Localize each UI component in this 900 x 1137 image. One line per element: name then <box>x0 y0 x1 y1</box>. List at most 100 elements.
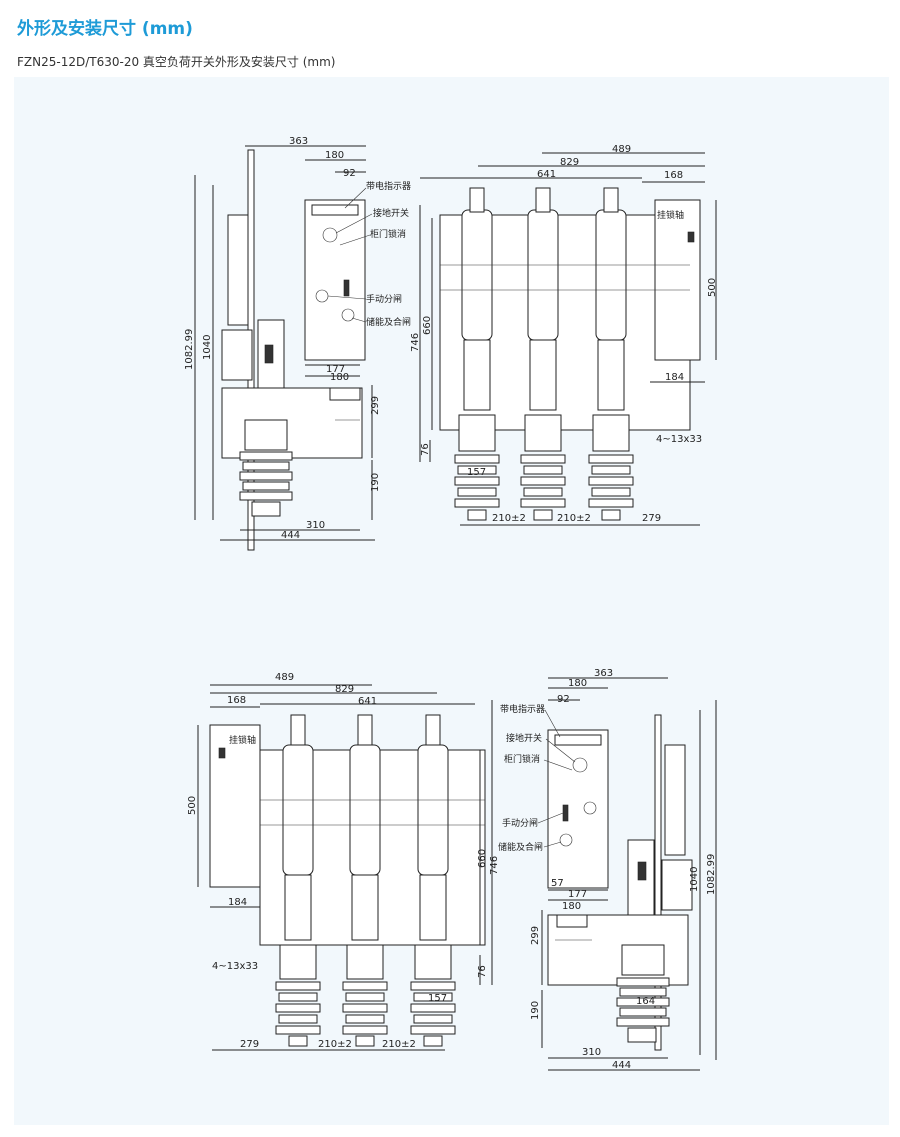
dim-1082: 1082.99 <box>184 329 195 370</box>
dim-660-b: 660 <box>477 849 488 868</box>
nameplate-b <box>556 914 588 928</box>
contact-box <box>221 329 253 381</box>
dim-310-b: 310 <box>582 1047 601 1058</box>
phase-c-b <box>410 714 456 1047</box>
dim-180b: 180 <box>330 372 349 383</box>
earth-switch-socket-b <box>572 757 588 773</box>
dim-157: 157 <box>467 467 486 478</box>
front-view-top: 489 829 641 168 500 660 746 184 76 4~13x… <box>410 144 718 526</box>
dim-210a: 210±2 <box>492 513 526 524</box>
dim-444: 444 <box>281 530 300 541</box>
dim-4x13-b: 4~13x33 <box>212 961 258 972</box>
label-door-lock-b: 柜门锁消 <box>504 753 540 765</box>
dim-1040-b: 1040 <box>689 867 700 892</box>
dim-210a-b: 210±2 <box>318 1039 352 1050</box>
phase-b <box>520 187 566 521</box>
dim-746: 746 <box>410 333 421 352</box>
contact-box-b <box>661 859 693 911</box>
fuse-tube <box>227 214 249 326</box>
lock-shaft <box>687 231 695 243</box>
dim-190: 190 <box>370 473 381 492</box>
label-lock-shaft: 挂锁轴 <box>657 209 684 221</box>
page-title: 外形及安装尺寸 (mm) <box>17 19 193 39</box>
dim-180c: 180 <box>562 901 581 912</box>
phase-c <box>588 187 634 521</box>
label-earth-switch: 接地开关 <box>373 207 409 219</box>
dim-829: 829 <box>560 157 579 168</box>
dim-746-b: 746 <box>489 856 500 875</box>
dim-92-b: 92 <box>557 694 570 705</box>
lock-lever-b <box>562 804 569 822</box>
dim-184: 184 <box>665 372 684 383</box>
dim-489-b: 489 <box>275 672 294 683</box>
dim-168: 168 <box>664 170 683 181</box>
coil-block-b <box>637 861 647 881</box>
dim-4x13: 4~13x33 <box>656 434 702 445</box>
side-panel-b <box>547 729 609 889</box>
label-manual-open-b: 手动分闸 <box>502 817 538 829</box>
lock-shaft-b <box>218 747 226 759</box>
dim-157-b: 157 <box>428 993 447 1004</box>
dim-76-b: 76 <box>477 965 488 978</box>
label-charge-close: 储能及合闸 <box>366 316 411 328</box>
lock-lever <box>343 279 350 297</box>
dim-180: 180 <box>325 150 344 161</box>
label-earth-switch-b: 接地开关 <box>506 732 542 744</box>
manual-open-socket-b <box>583 801 597 815</box>
nameplate <box>329 387 361 401</box>
side-view-bottom: 363 180 92 1082.99 1040 57 177 180 299 1… <box>498 668 717 1071</box>
phase-a-b <box>275 714 321 1047</box>
earth-switch-socket <box>322 227 338 243</box>
dim-641-b: 641 <box>358 696 377 707</box>
dim-641: 641 <box>537 169 556 180</box>
coil-block <box>264 344 274 364</box>
dim-279: 279 <box>642 513 661 524</box>
dim-177: 177 <box>326 364 345 375</box>
label-charge-close-b: 储能及合闸 <box>498 841 543 853</box>
dim-299-b: 299 <box>530 926 541 945</box>
phase-b-b <box>342 714 388 1047</box>
fuse-tube-b <box>664 744 686 856</box>
indicator-window <box>311 204 359 216</box>
dim-310: 310 <box>306 520 325 531</box>
vertical-rail-b <box>654 714 662 1051</box>
dim-164: 164 <box>636 996 655 1007</box>
side-mechanism <box>654 199 701 361</box>
dim-210b: 210±2 <box>557 513 591 524</box>
dim-1040: 1040 <box>202 335 213 360</box>
dim-76: 76 <box>420 443 431 456</box>
side-panel <box>304 199 366 361</box>
label-door-lock: 柜门锁消 <box>370 228 406 240</box>
dim-363-b: 363 <box>594 668 613 679</box>
dim-210b-b: 210±2 <box>382 1039 416 1050</box>
front-view-bottom: 489 829 641 168 500 660 746 184 76 4~13x… <box>187 672 500 1051</box>
label-indicator: 带电指示器 <box>366 180 411 192</box>
charge-close-socket-b <box>559 833 573 847</box>
dim-168-b: 168 <box>227 695 246 706</box>
dim-177-b: 177 <box>568 889 587 900</box>
insulator-top-b <box>621 944 665 976</box>
label-indicator-b: 带电指示器 <box>500 703 545 715</box>
dim-363: 363 <box>289 136 308 147</box>
dim-660: 660 <box>422 316 433 335</box>
dim-184-b: 184 <box>228 897 247 908</box>
insulator-top <box>244 419 288 451</box>
label-manual-open: 手动分闸 <box>366 293 402 305</box>
phase-a <box>454 187 500 521</box>
charge-close-socket <box>341 308 355 322</box>
dim-1082-b: 1082.99 <box>706 854 717 895</box>
insulator-base <box>251 501 281 517</box>
dim-57: 57 <box>551 878 564 889</box>
dim-444-b: 444 <box>612 1060 631 1071</box>
dim-829-b: 829 <box>335 684 354 695</box>
indicator-window-b <box>554 734 602 746</box>
dim-190-b: 190 <box>530 1001 541 1020</box>
insulator-base-b <box>627 1027 657 1043</box>
dim-489: 489 <box>612 144 631 155</box>
dim-279-b: 279 <box>240 1039 259 1050</box>
side-mechanism-b <box>209 724 261 888</box>
dim-500-b: 500 <box>187 796 198 815</box>
label-lock-shaft-b: 挂锁轴 <box>229 734 256 746</box>
dim-500: 500 <box>707 278 718 297</box>
side-view-top: 363 180 92 1082.99 1040 177 180 299 190 … <box>184 136 411 551</box>
